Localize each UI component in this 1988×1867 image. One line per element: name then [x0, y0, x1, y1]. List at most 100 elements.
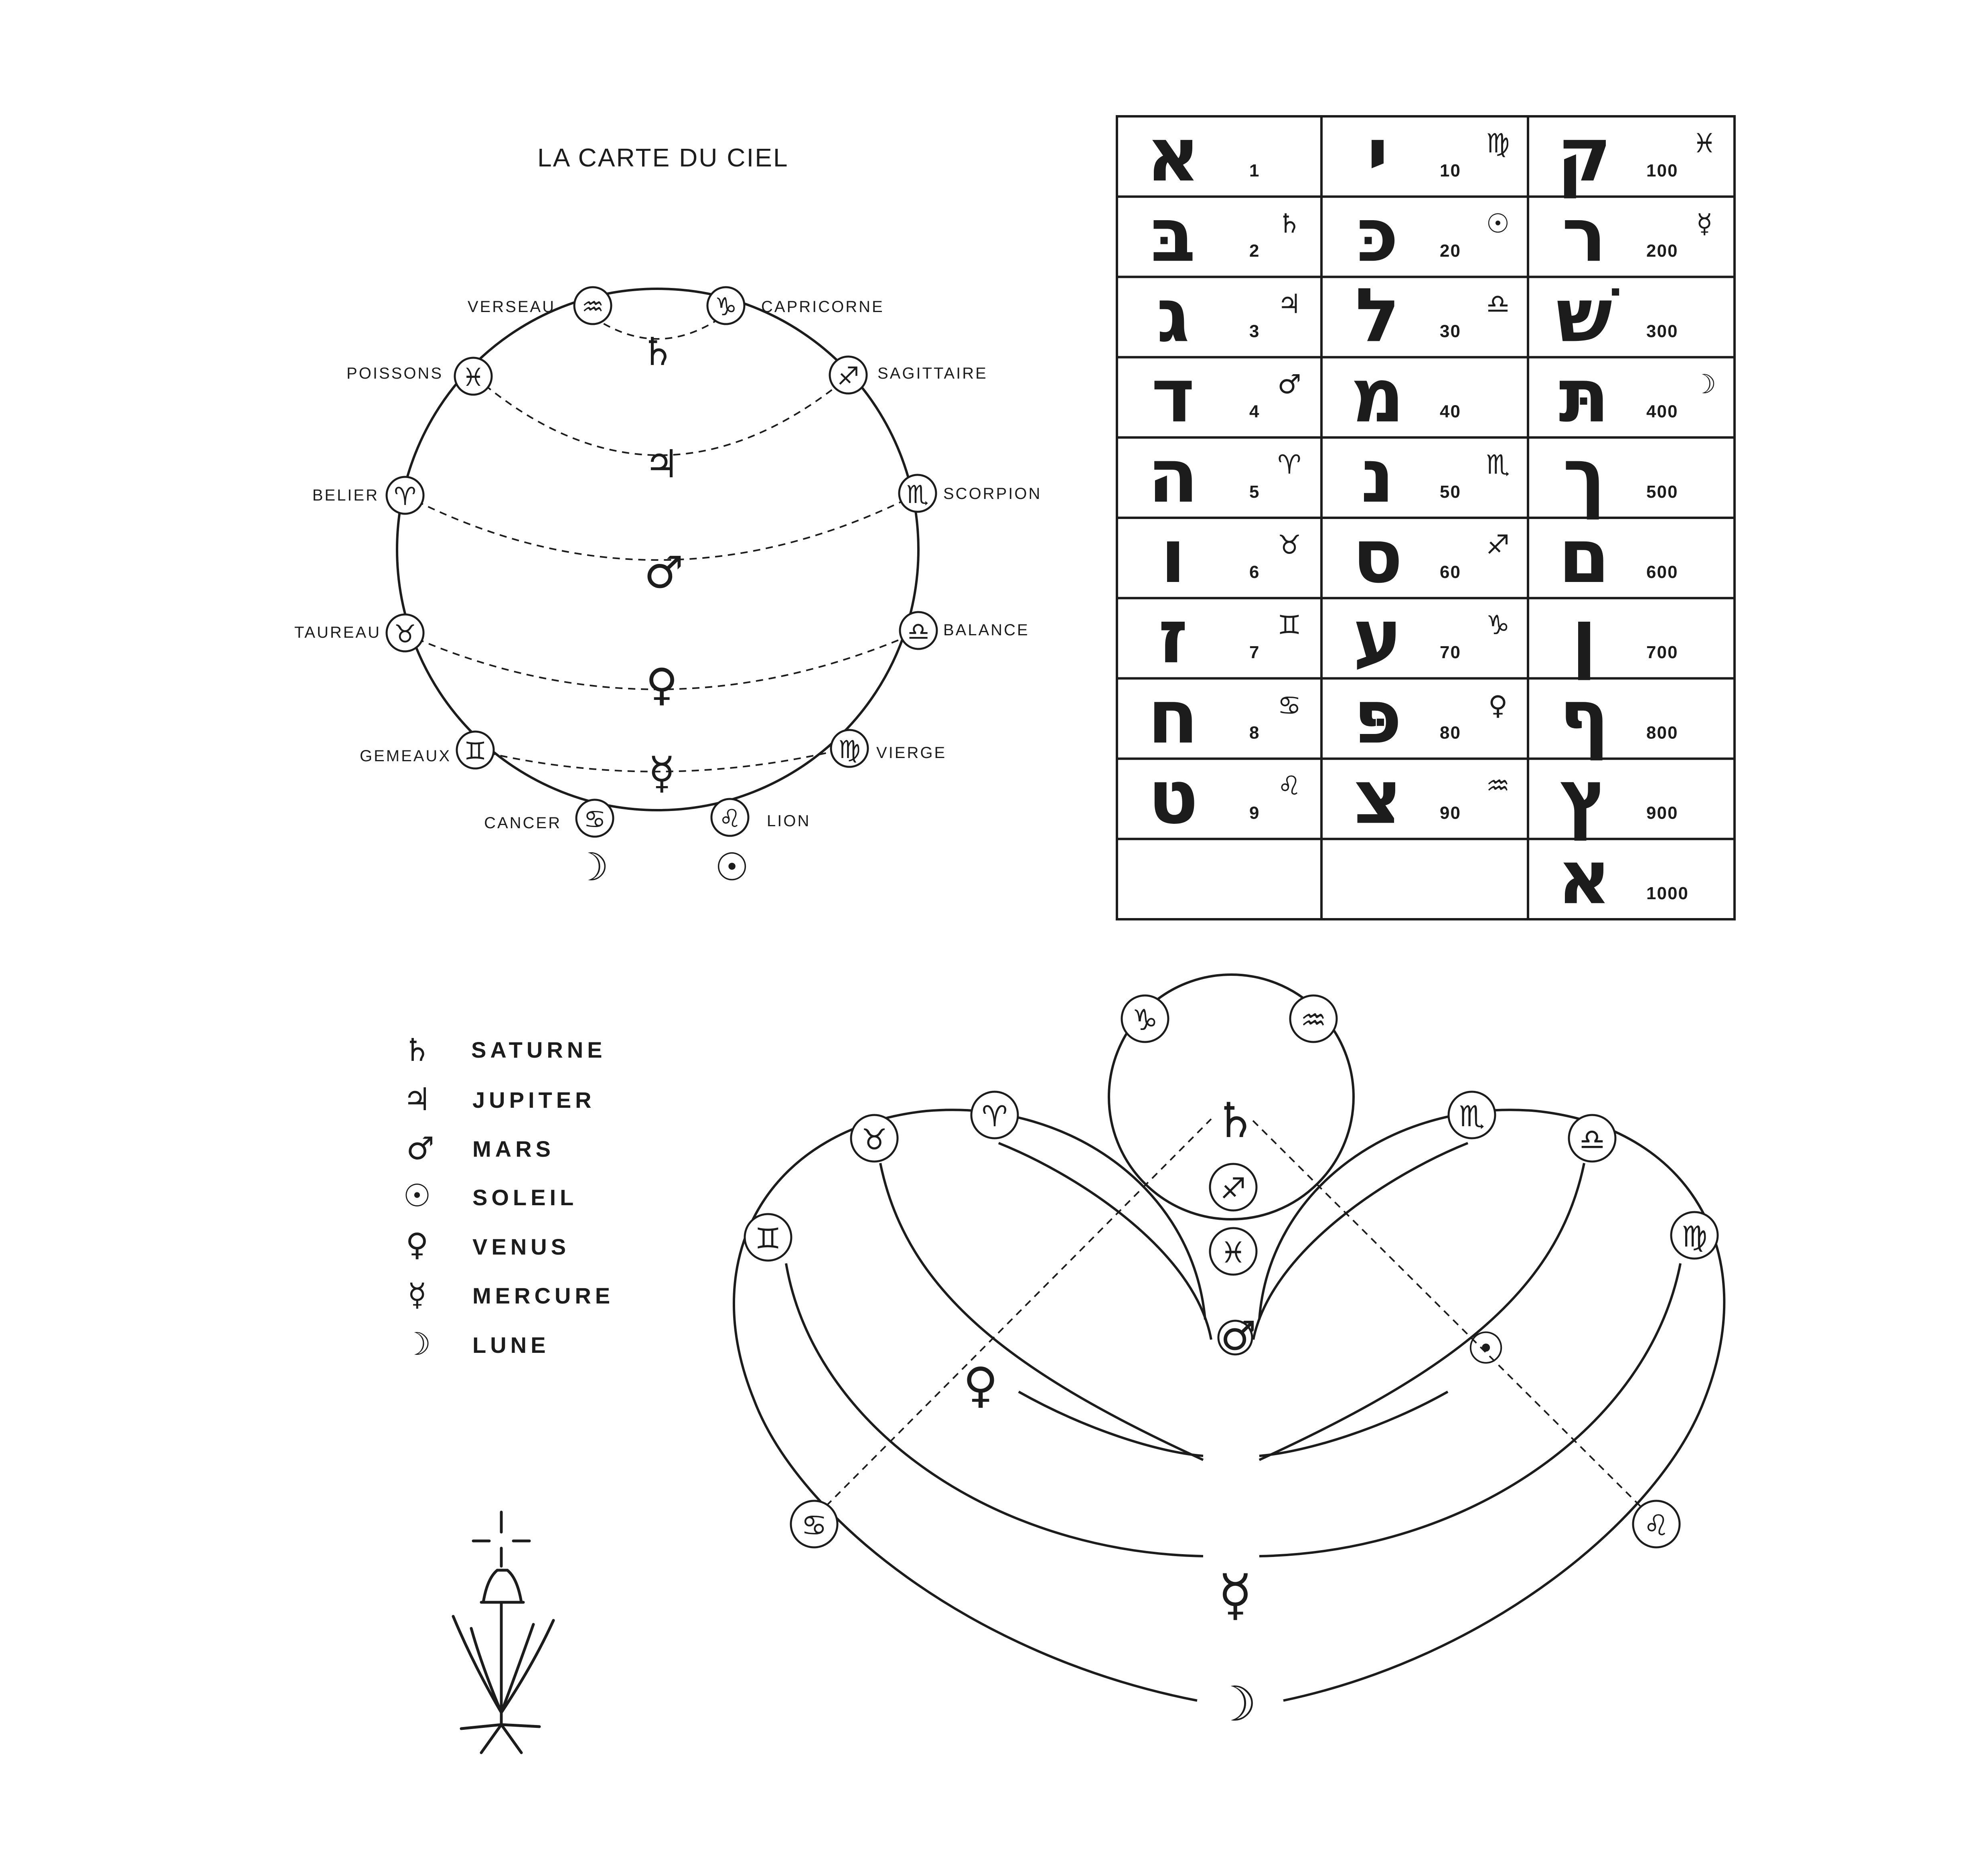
legend-mars-icon: ♂ — [406, 1131, 434, 1167]
numeric-value: 5 — [1249, 482, 1260, 502]
hebrew-letter: שׁ — [1556, 272, 1619, 359]
badge-vierge: ♍ — [830, 729, 869, 768]
numeric-value: 9 — [1249, 803, 1260, 823]
diagram-badge-taureau: ♉ — [850, 1114, 899, 1163]
zodiac-or-planet-icon: ♒ — [1486, 770, 1510, 801]
soleil-icon: ☉ — [715, 845, 749, 890]
gemeaux-icon: ♊ — [464, 736, 486, 766]
legend-soleil-icon: ☉ — [403, 1178, 431, 1214]
diagram-belier-icon: ♈ — [982, 1099, 1008, 1133]
hebrew-letter: ל — [1355, 272, 1400, 359]
right-curve-4 — [1259, 1391, 1449, 1457]
left-curve-1 — [998, 1142, 1212, 1340]
saturne-icon: ♄ — [640, 329, 675, 374]
label-balance: BALANCE — [943, 621, 1029, 639]
hebrew-letter: ז — [1158, 593, 1188, 680]
diagram-badge-belier: ♈ — [970, 1091, 1019, 1139]
top-circle — [1108, 973, 1355, 1220]
numeric-value: 80 — [1440, 723, 1461, 742]
arc-taureau-balance — [405, 631, 919, 690]
hebrew-letter: ם — [1558, 513, 1610, 600]
diagram-mars-icon: ♂ — [1220, 1312, 1256, 1359]
left-curve-2 — [879, 1163, 1204, 1461]
diag-right — [1250, 1118, 1659, 1525]
numeric-value: 1000 — [1646, 884, 1689, 903]
hebrew-letter: ר — [1562, 192, 1606, 278]
numeric-value: 90 — [1440, 803, 1461, 823]
diagram-badge-lion: ♌ — [1632, 1500, 1681, 1549]
legend-mercure-label: MERCURE — [472, 1283, 614, 1308]
right-lobe — [1258, 1109, 1726, 1702]
label-belier: BELIER — [312, 487, 379, 504]
legend-saturne-label: SATURNE — [471, 1037, 606, 1062]
lune-icon: ☽ — [574, 845, 609, 890]
zodiac-or-planet-icon: ♊ — [1277, 610, 1301, 641]
numeric-value: 70 — [1440, 643, 1461, 662]
diagram-badge-scorpion: ♏ — [1447, 1091, 1496, 1139]
hebrew-letter: ן — [1571, 593, 1597, 680]
tree-diagram: ♄ ♂ ♀ ☉ ☿ ☽ ♑ ♒ ♐ ♓ ♉ ♈ ♊ ♋ ♏ ♎ ♍ ♌ — [733, 973, 1726, 1732]
arc-verseau-capricorne — [592, 316, 723, 340]
diagram-badge-gemeaux: ♊ — [744, 1213, 792, 1262]
label-poissons: POISSONS — [347, 365, 443, 382]
right-curve-2 — [1258, 1163, 1585, 1461]
diagram-badge-poissons: ♓ — [1209, 1227, 1258, 1276]
zodiac-or-planet-icon: ♂ — [1277, 369, 1301, 400]
belier-icon: ♈ — [394, 482, 416, 511]
diagram-balance-icon: ♎ — [1579, 1123, 1605, 1156]
diag-left — [807, 1118, 1212, 1525]
diagram-taureau-icon: ♉ — [861, 1123, 888, 1156]
diagram-cancer-icon: ♋ — [801, 1508, 827, 1542]
jupiter-icon: ♃ — [644, 442, 679, 487]
zodiac-or-planet-icon: ♋ — [1277, 690, 1301, 721]
label-gemeaux: GEMEAUX — [360, 747, 451, 765]
badge-scorpion: ♏ — [898, 474, 937, 513]
right-curve-3 — [1259, 1263, 1682, 1557]
diagram-venus-icon: ♀ — [963, 1358, 998, 1413]
numeric-value: 60 — [1440, 562, 1461, 582]
planet-legend: ♄ SATURNE ♃ JUPITER ♂ MARS ☉ SOLEIL ♀ VE… — [403, 1032, 614, 1362]
diagram-gemeaux-icon: ♊ — [755, 1222, 781, 1255]
zodiac-or-planet-icon: ♐ — [1486, 529, 1510, 560]
numeric-value: 3 — [1249, 321, 1260, 341]
zodiac-or-planet-icon: ♏ — [1486, 449, 1510, 480]
diagram-poissons-icon: ♓ — [1220, 1236, 1246, 1269]
sky-chart-circle — [396, 288, 920, 811]
diagram-badge-verseau: ♒ — [1289, 994, 1338, 1043]
hebrew-letter: ך — [1563, 433, 1606, 519]
zodiac-or-planet-icon: ♌ — [1277, 770, 1301, 801]
hebrew-letter: כּ — [1357, 192, 1399, 278]
numeric-value: 40 — [1440, 402, 1461, 422]
right-curve-1 — [1252, 1142, 1469, 1340]
badge-poissons: ♓ — [454, 357, 493, 396]
numeric-value: 600 — [1646, 562, 1678, 582]
arc-poissons-sagittaire — [474, 376, 849, 456]
numeric-value: 4 — [1249, 402, 1260, 422]
diagram-lion-icon: ♌ — [1643, 1508, 1670, 1542]
hebrew-letter: א — [1146, 111, 1200, 198]
numeric-value: 6 — [1249, 562, 1260, 582]
hebrew-letter: צ — [1354, 754, 1402, 841]
hebrew-letter: ק — [1557, 111, 1611, 198]
arc-gemeaux-vierge — [475, 747, 849, 772]
label-vierge: VIERGE — [876, 744, 946, 762]
numeric-value: 8 — [1249, 723, 1260, 742]
numeric-value: 7 — [1249, 643, 1260, 662]
diagram-badge-sagittaire: ♐ — [1209, 1163, 1258, 1212]
balance-icon: ♎ — [907, 617, 930, 646]
hebrew-letter: ף — [1559, 673, 1609, 760]
hebrew-letter: ע — [1353, 593, 1402, 680]
verseau-icon: ♒ — [582, 292, 604, 321]
badge-balance: ♎ — [899, 611, 938, 650]
cancer-icon: ♋ — [584, 805, 606, 834]
numeric-value: 50 — [1440, 482, 1461, 502]
diagram-mars-badge — [1217, 1320, 1253, 1356]
diagram-soleil-icon: ☉ — [1466, 1323, 1506, 1374]
numeric-value: 700 — [1646, 643, 1678, 662]
hebrew-letter: א — [1557, 834, 1611, 921]
numeric-value: 200 — [1646, 241, 1678, 261]
capricorne-icon: ♑ — [715, 292, 737, 321]
hebrew-letter: ט — [1148, 754, 1198, 841]
zodiac-or-planet-icon: ☽ — [1692, 369, 1716, 400]
